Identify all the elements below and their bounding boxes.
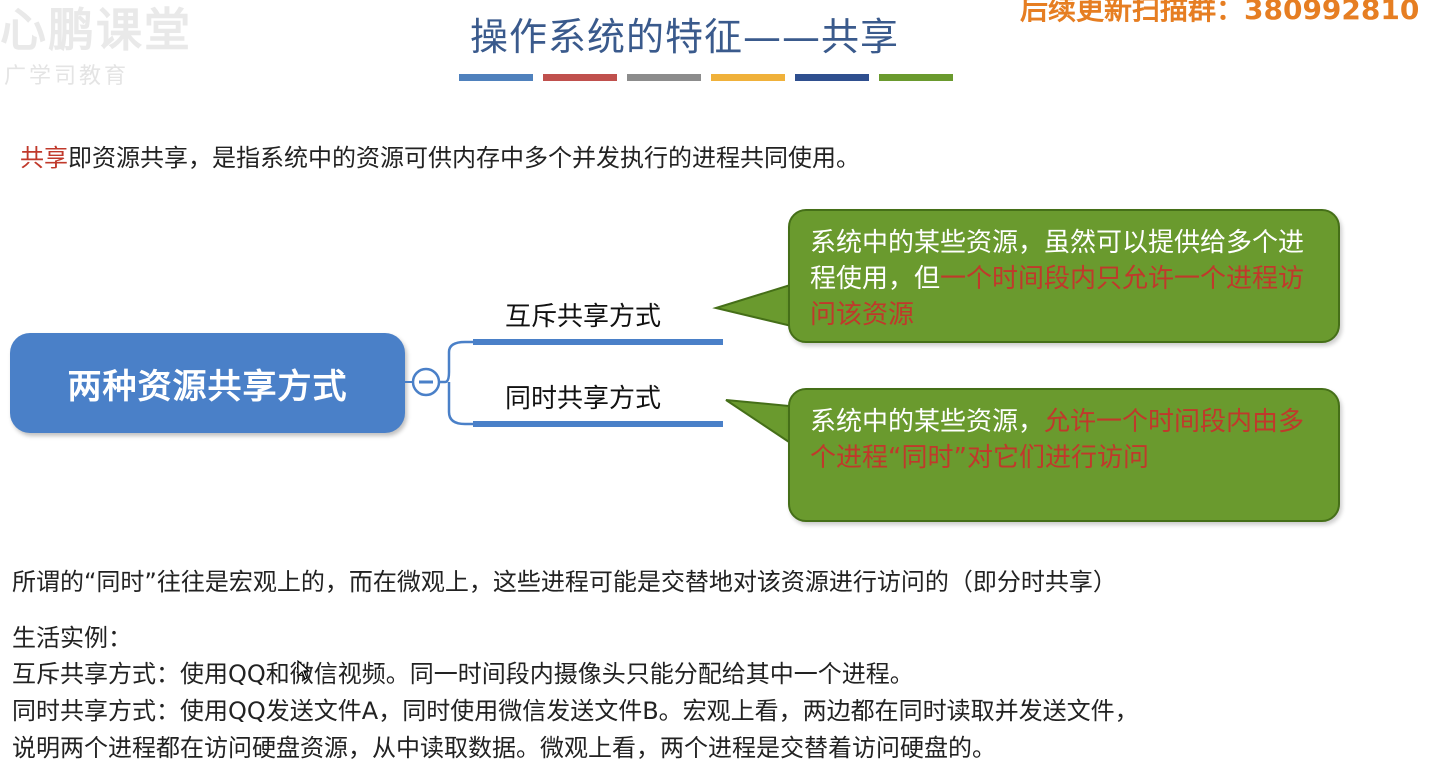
color-bar-segment: [459, 74, 533, 81]
slide-title: 操作系统的特征——共享: [470, 15, 900, 59]
collapse-toggle-icon[interactable]: [411, 367, 441, 397]
note-bubble-simultaneous: 系统中的某些资源，允许一个时间段内由多个进程“同时”对它们进行访问: [788, 388, 1340, 522]
title-color-bar: [459, 74, 953, 81]
body-line-mutex-example: 互斥共享方式：使用QQ和微信视频。同一时间段内摄像头只能分配给其中一个进程。: [12, 660, 914, 688]
body-line-simultaneous-explanation: 说明两个进程都在访问硬盘资源，从中读取数据。微观上看，两个进程是交替着访问硬盘的…: [12, 734, 996, 762]
branch-label-simultaneous: 同时共享方式: [505, 384, 662, 414]
branch-label-mutex: 互斥共享方式: [505, 302, 662, 332]
mindmap-connectors: [405, 339, 723, 427]
note-simultaneous-plain: 系统中的某些资源，: [810, 407, 1045, 437]
color-bar-segment: [879, 74, 953, 81]
color-bar-segment: [543, 74, 617, 81]
note-bubble-mutex: 系统中的某些资源，虽然可以提供给多个进程使用，但一个时间段内只允许一个进程访问该…: [788, 209, 1340, 343]
color-bar-segment: [711, 74, 785, 81]
center-node-label: 两种资源共享方式: [67, 366, 348, 407]
color-bar-segment: [795, 74, 869, 81]
mouse-cursor-icon: [297, 660, 311, 680]
watermark-subtitle: 广学司教育: [4, 64, 130, 89]
intro-sentence: 共享即资源共享，是指系统中的资源可供内存中多个并发执行的进程共同使用。: [20, 138, 860, 173]
color-bar-segment: [627, 74, 701, 81]
intro-highlight: 共享: [20, 144, 68, 172]
note-mutex-red: 一个时间段内只允许一个进程访问该资源: [810, 264, 1305, 330]
top-right-note: 后续更新扫描群：380992810: [1020, 0, 1420, 26]
body-line-simultaneous-meaning: 所谓的“同时”往往是宏观上的，而在微观上，这些进程可能是交替地对该资源进行访问的…: [12, 568, 1117, 596]
intro-rest: 即资源共享，是指系统中的资源可供内存中多个并发执行的进程共同使用。: [68, 144, 860, 172]
mindmap-center-node: 两种资源共享方式: [10, 333, 405, 433]
note-simultaneous-red: 允许一个时间段内由多个进程“同时”对它们进行访问: [810, 407, 1305, 473]
note-mutex-plain: 系统中的某些资源，虽然可以提供给多个进程使用，但: [810, 228, 1305, 294]
watermark-logo: 心鹏课堂: [0, 3, 192, 57]
body-line-simultaneous-example: 同时共享方式：使用QQ发送文件A，同时使用微信发送文件B。宏观上看，两边都在同时…: [12, 697, 1139, 725]
body-line-examples-heading: 生活实例：: [12, 624, 132, 652]
